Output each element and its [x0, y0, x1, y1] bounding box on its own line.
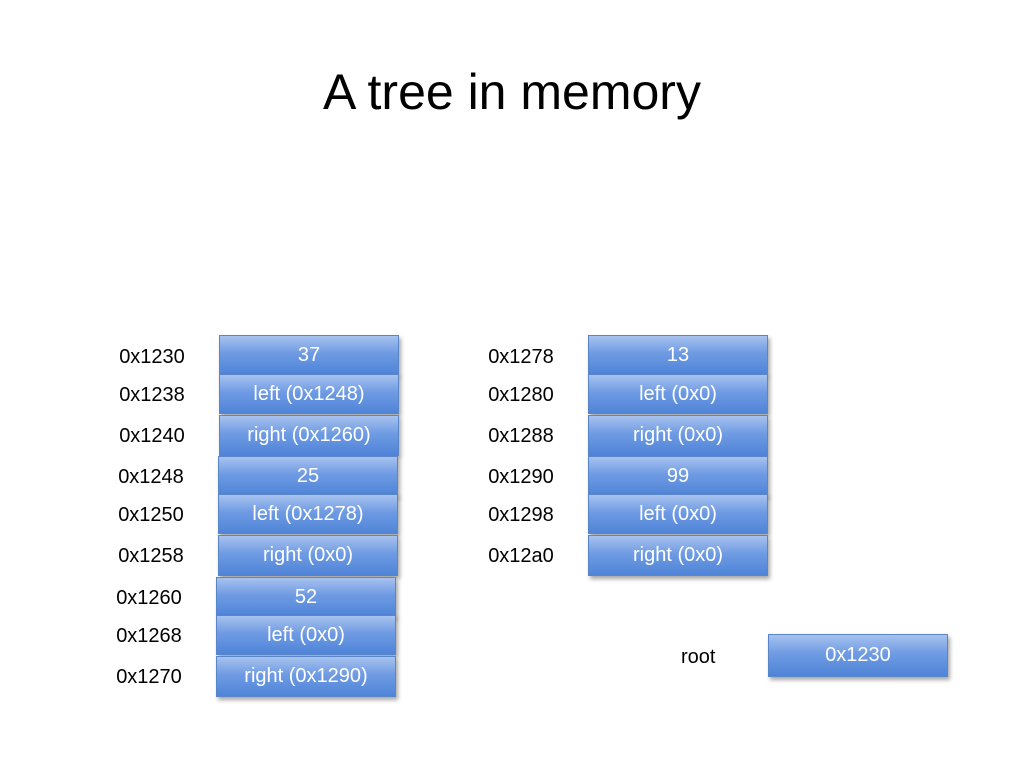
node-value-cell: 99	[588, 456, 768, 496]
slide-title: A tree in memory	[323, 64, 701, 120]
left-pointer-cell: left (0x1278)	[218, 494, 398, 534]
node-value-cell: 13	[588, 335, 768, 375]
memory-address: 0x1260	[116, 587, 182, 609]
memory-address: 0x1230	[119, 346, 185, 368]
node-value-cell: 37	[219, 335, 399, 375]
memory-address: 0x1298	[488, 504, 554, 526]
memory-address: 0x1280	[488, 384, 554, 406]
left-pointer-cell: left (0x1248)	[219, 374, 399, 414]
root-pointer-cell: 0x1230	[768, 634, 948, 677]
memory-address: 0x1240	[119, 425, 185, 447]
right-pointer-cell: right (0x0)	[218, 535, 398, 576]
memory-address: 0x1278	[488, 346, 554, 368]
right-pointer-cell: right (0x1290)	[216, 656, 396, 697]
memory-address: 0x1290	[488, 466, 554, 488]
memory-address: 0x1250	[118, 504, 184, 526]
memory-address: 0x1270	[116, 666, 182, 688]
right-pointer-cell: right (0x1260)	[219, 415, 399, 456]
left-pointer-cell: left (0x0)	[588, 494, 768, 534]
memory-address: 0x1288	[488, 425, 554, 447]
node-value-cell: 52	[216, 577, 396, 617]
left-pointer-cell: left (0x0)	[216, 615, 396, 655]
memory-address: 0x1248	[118, 466, 184, 488]
right-pointer-cell: right (0x0)	[588, 535, 768, 576]
memory-address: 0x1238	[119, 384, 185, 406]
root-label: root	[681, 646, 716, 668]
memory-address: 0x1268	[116, 625, 182, 647]
left-pointer-cell: left (0x0)	[588, 374, 768, 414]
memory-address: 0x12a0	[488, 545, 554, 567]
node-value-cell: 25	[218, 456, 398, 496]
memory-address: 0x1258	[118, 545, 184, 567]
right-pointer-cell: right (0x0)	[588, 415, 768, 456]
